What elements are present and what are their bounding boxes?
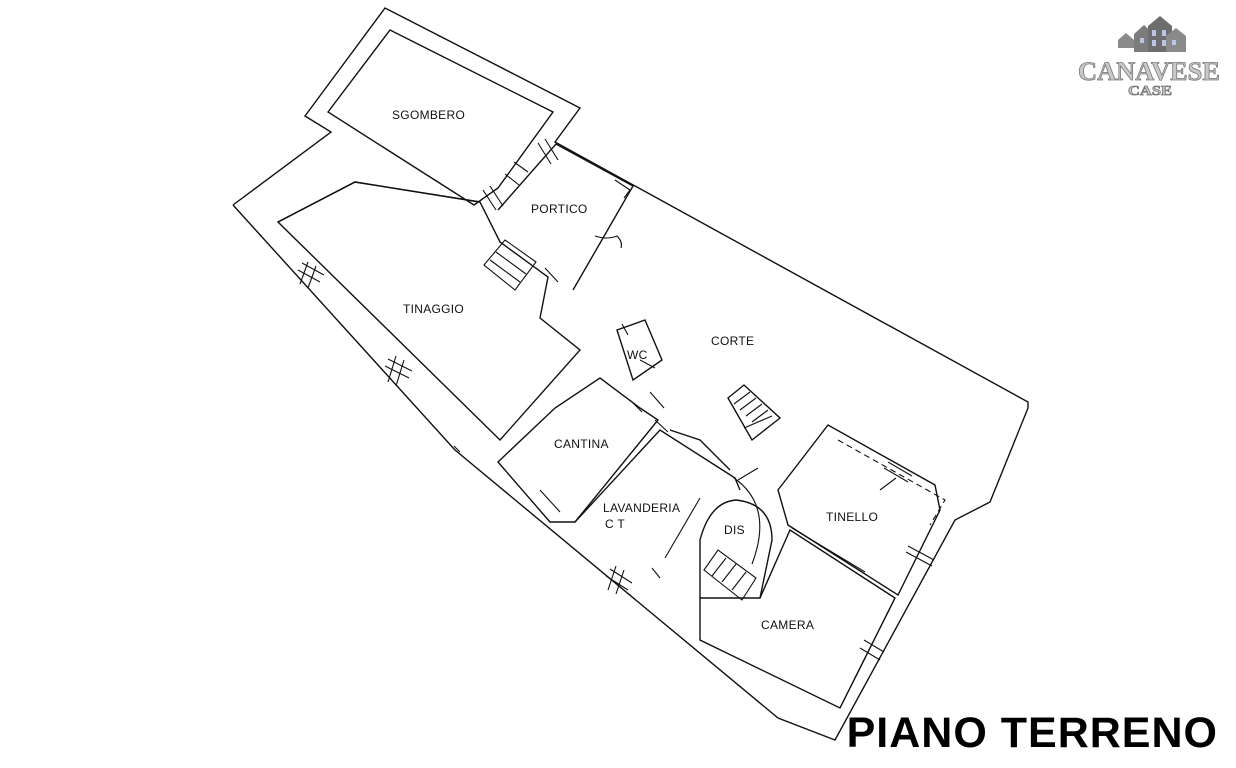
label-cantina: CANTINA <box>554 437 609 451</box>
label-portico: PORTICO <box>531 202 588 216</box>
window-ticks <box>453 445 633 595</box>
room-sgombero <box>326 29 559 211</box>
label-lavanderia-ct: C T <box>605 517 625 531</box>
label-wc: WC <box>627 348 648 362</box>
floor-title: PIANO TERRENO <box>846 709 1218 757</box>
room-lavanderia <box>574 429 761 579</box>
canavese-case-logo: CANAVESE CASE <box>1078 16 1220 99</box>
room-wc <box>616 319 663 382</box>
room-tinello <box>777 424 946 597</box>
label-tinello: TINELLO <box>826 510 878 524</box>
room-dis <box>699 499 773 601</box>
logo-text-case: CASE <box>1128 84 1172 99</box>
logo-text-canavese: CANAVESE <box>1078 57 1220 86</box>
room-tinaggio <box>276 181 582 442</box>
room-portico <box>497 143 634 291</box>
label-camera: CAMERA <box>761 618 814 632</box>
label-sgombero: SGOMBERO <box>392 108 465 122</box>
stair-corte <box>727 384 782 442</box>
room-cantina <box>497 377 669 523</box>
room-camera <box>699 528 896 709</box>
label-corte: CORTE <box>711 334 754 348</box>
label-dis: DIS <box>724 523 745 537</box>
houses-icon <box>1118 16 1186 52</box>
label-tinaggio: TINAGGIO <box>403 302 464 316</box>
label-lavanderia: LAVANDERIA <box>603 501 680 515</box>
